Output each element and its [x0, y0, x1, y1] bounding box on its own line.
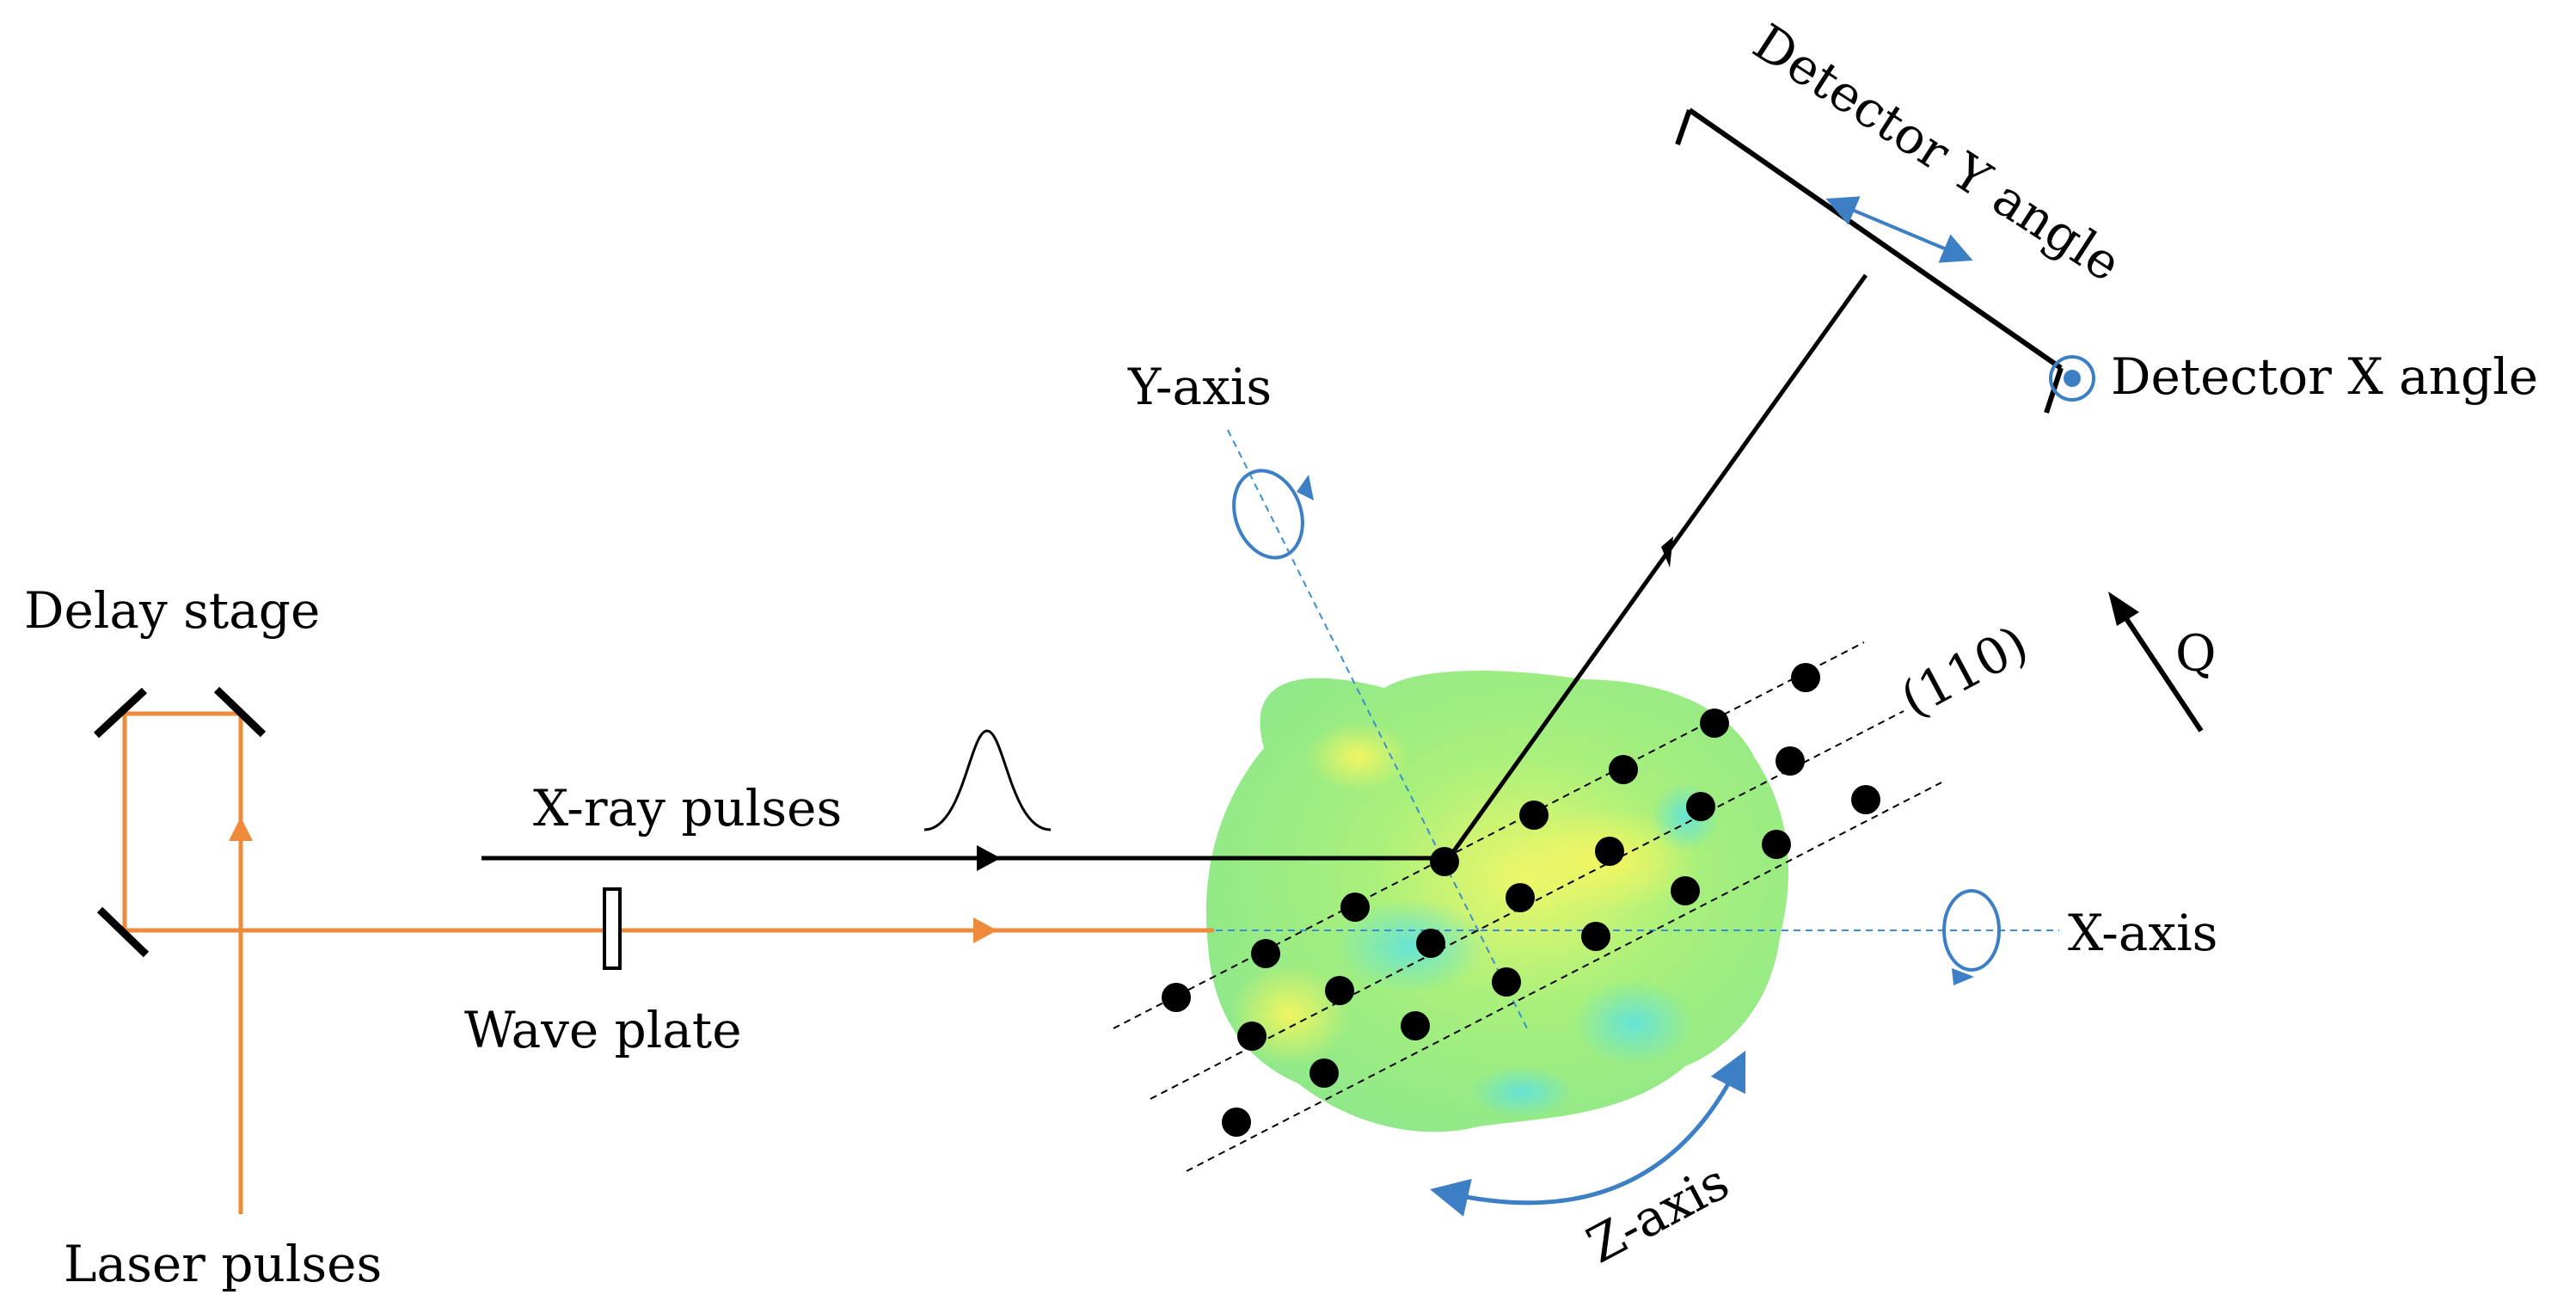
lattice-point	[1609, 755, 1638, 784]
lattice-point	[1700, 709, 1729, 738]
lattice-point	[1791, 663, 1820, 692]
crystal-cyan-patch	[1333, 899, 1487, 993]
y-axis-line	[1227, 429, 1530, 1033]
lattice-point	[1776, 746, 1805, 776]
z-axis-rotation-arrow	[1430, 1050, 1746, 1217]
crystal-cyan-patch	[1573, 980, 1694, 1066]
diffracted-direction-arrow	[1661, 537, 1673, 568]
laser-direction-arrow	[229, 817, 253, 841]
xray-diffracted-beam	[1446, 273, 1868, 860]
detector	[1675, 107, 2064, 414]
detector-x-angle-label: Detector X angle	[2111, 347, 2538, 406]
crystal-cyan-patch	[1470, 1066, 1573, 1118]
lattice-point	[1492, 967, 1521, 997]
xray-pulse-shape-icon	[923, 729, 1052, 831]
x-axis-rotation-icon	[1942, 889, 2001, 985]
lattice-point	[1340, 893, 1370, 922]
laser-pulses-label: Laser pulses	[64, 1235, 382, 1293]
lattice-point	[1162, 983, 1191, 1012]
lattice-point	[1851, 785, 1880, 814]
lattice-point	[1401, 1011, 1430, 1040]
laser-path	[122, 711, 1214, 1214]
y-axis-label: Y-axis	[1127, 358, 1272, 416]
lattice-point	[1309, 1058, 1339, 1088]
detector-x-angle-icon	[2049, 355, 2095, 402]
lattice-point	[1222, 1107, 1251, 1137]
detector-y-angle-arrow	[1825, 196, 1973, 263]
y-axis-rotation-icon	[1232, 469, 1314, 560]
delay-mirror-bottom-left	[96, 906, 150, 958]
lattice-point	[1519, 801, 1549, 830]
crystal-yellow-patch	[1307, 722, 1410, 791]
q-vector-arrowhead	[2108, 592, 2139, 626]
lattice-point	[1671, 876, 1700, 905]
xray-direction-arrow	[977, 845, 1001, 871]
lattice-point	[1506, 883, 1535, 912]
lattice-point	[1237, 1022, 1267, 1051]
wave-plate-label: Wave plate	[464, 1001, 742, 1059]
lattice-point	[1251, 939, 1280, 968]
lattice-point	[1595, 837, 1624, 866]
lattice-point	[1581, 922, 1610, 951]
crystal-sample	[1205, 671, 1788, 1132]
delay-stage-label: Delay stage	[24, 581, 320, 640]
lattice-point	[1762, 830, 1791, 859]
xray-pulses-label: X-ray pulses	[533, 779, 842, 837]
z-axis-label: Z-axis	[1578, 1152, 1739, 1274]
delay-stage-mirrors	[93, 686, 267, 958]
wave-plate	[603, 887, 622, 970]
lattice-plane-line	[1186, 782, 1942, 1172]
q-vector-arrow	[2121, 613, 2204, 733]
lattice-points	[1162, 663, 1880, 1137]
plane-110-label: (110)	[1892, 614, 2038, 728]
lattice-plane-line	[1113, 641, 1865, 1029]
laser-direction-arrow	[973, 917, 997, 943]
lattice-point	[1686, 792, 1715, 821]
lattice-point	[1325, 976, 1354, 1005]
lattice-point	[1416, 929, 1445, 958]
detector-y-angle-label: Detector Y angle	[1743, 13, 2131, 293]
delay-mirror-top-left	[93, 687, 148, 739]
detector-plate	[1688, 107, 2063, 371]
delay-mirror-top-right	[213, 686, 267, 738]
detector-end-cap	[1675, 109, 1692, 145]
x-axis-label: X-axis	[2068, 904, 2217, 962]
q-vector-label: Q	[2175, 624, 2217, 683]
